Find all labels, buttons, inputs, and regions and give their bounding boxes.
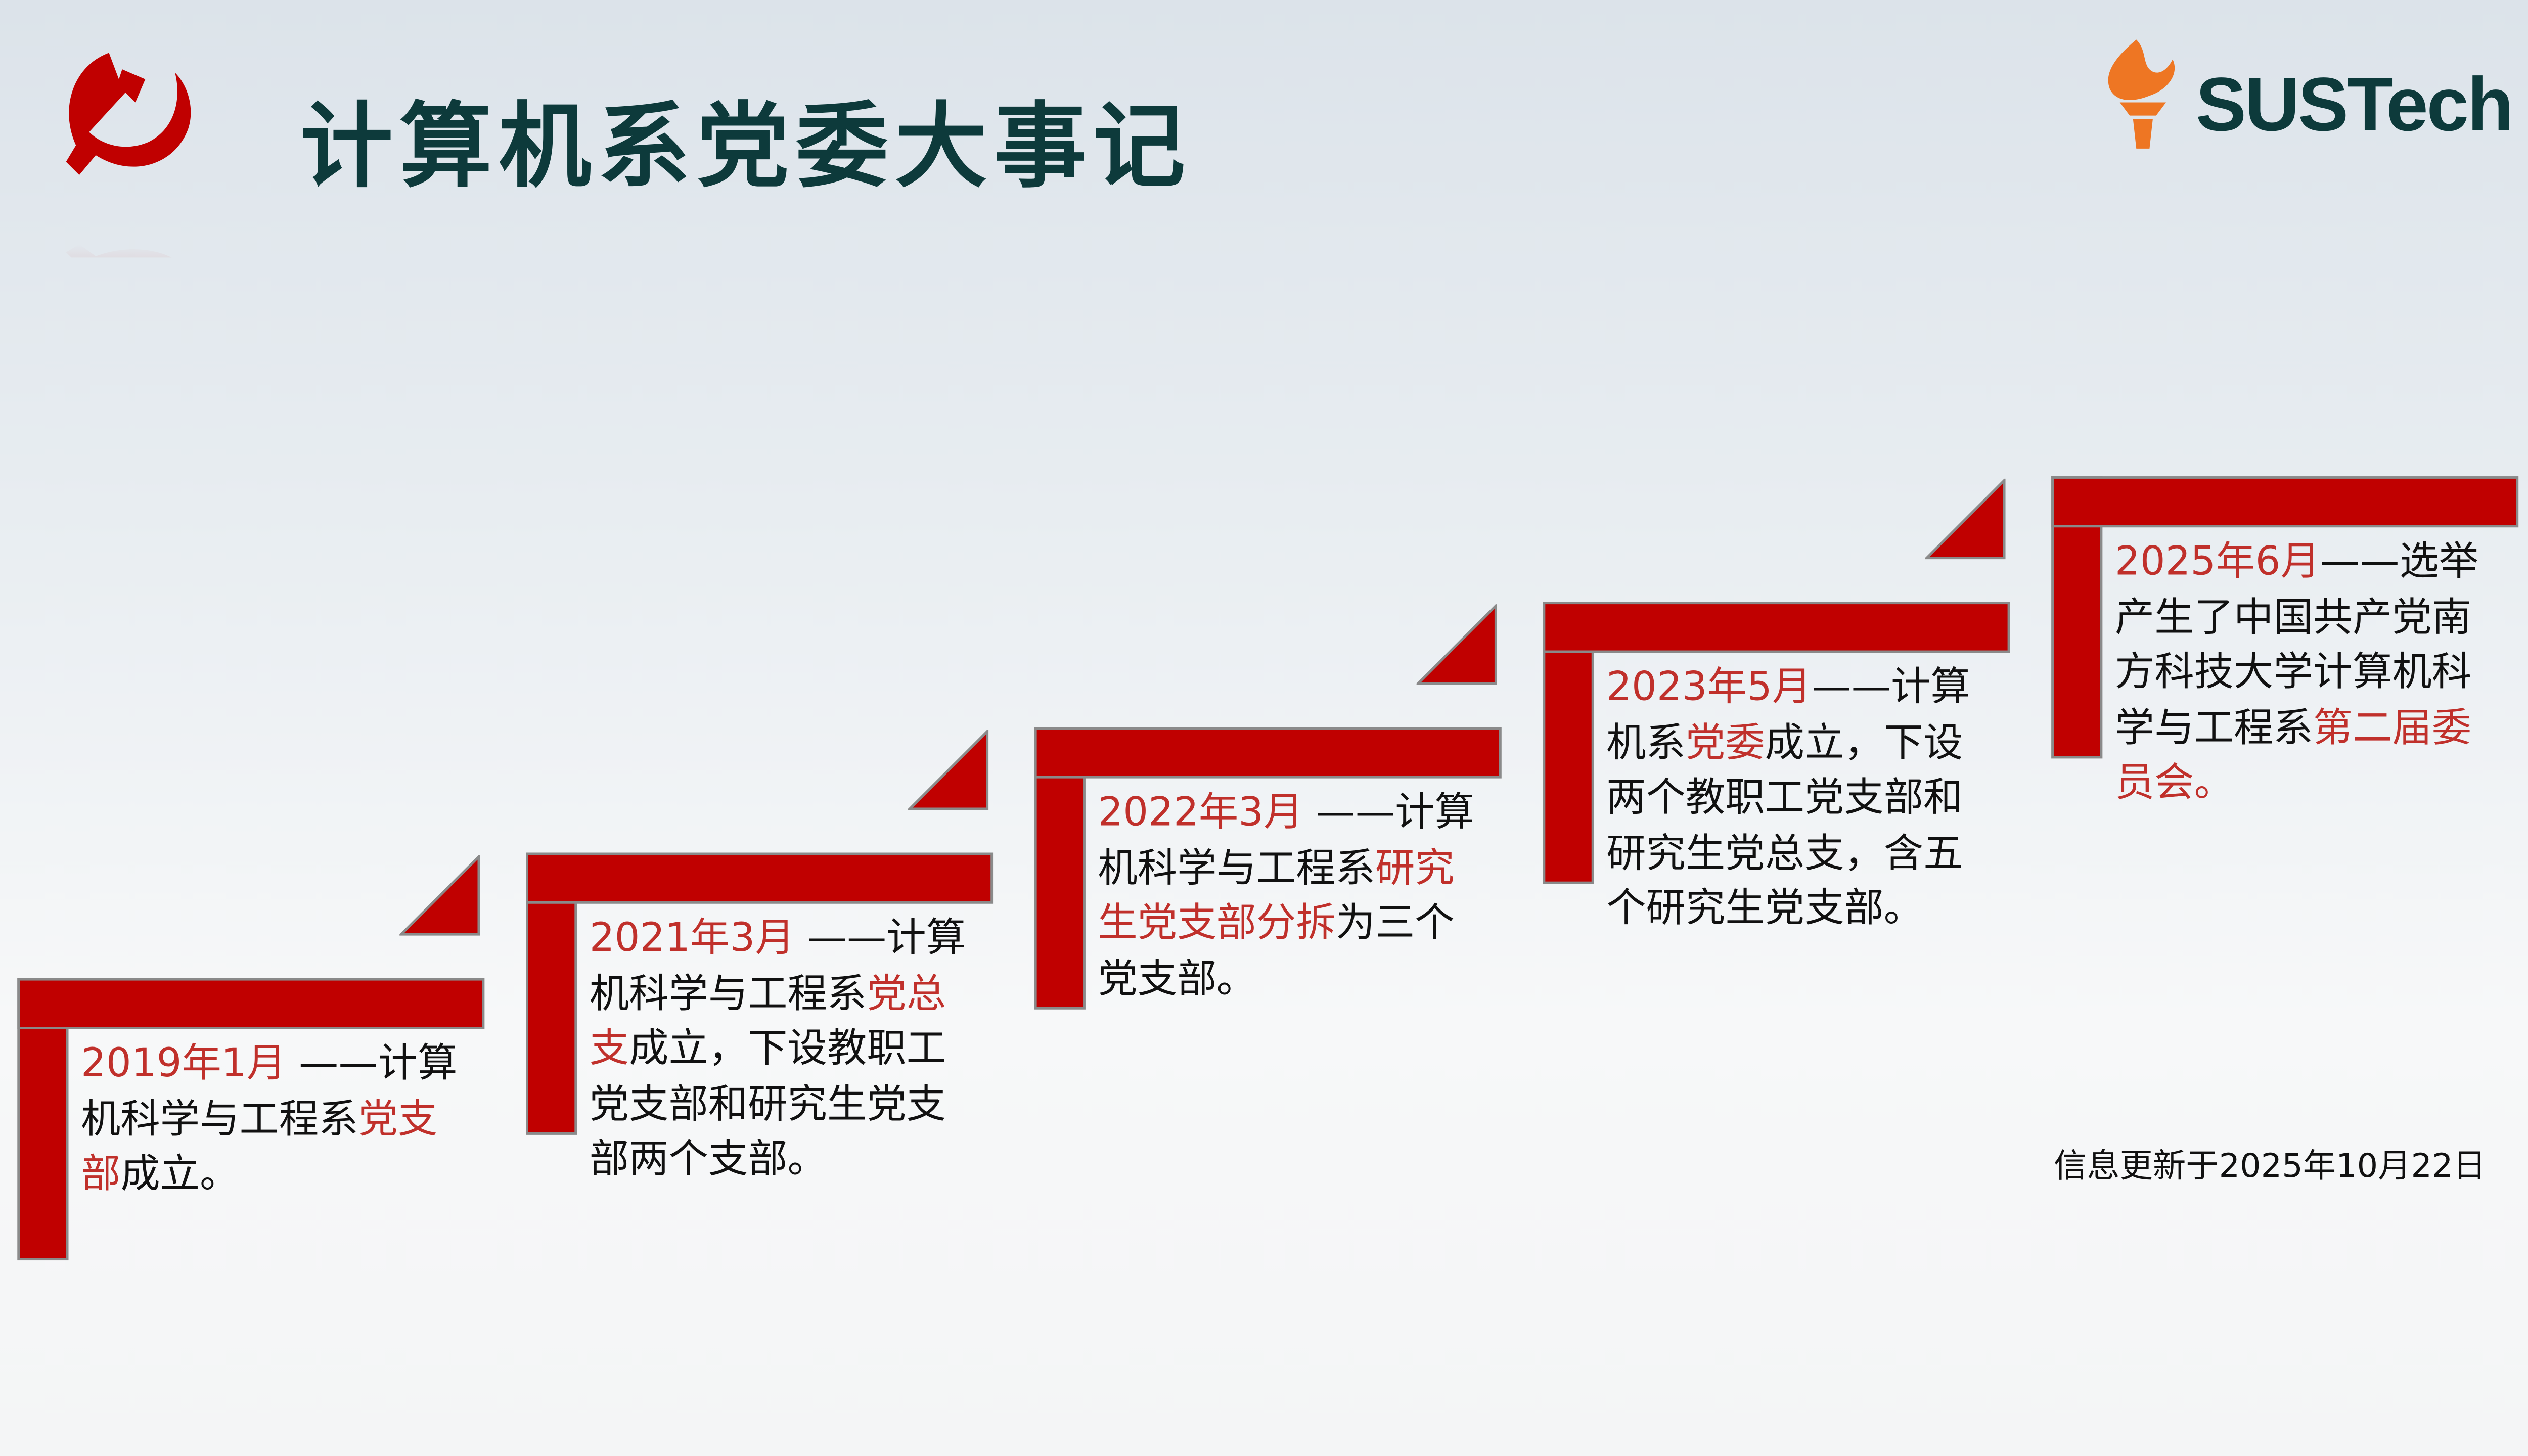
event-description: ——计算机科学与工程系 [589,914,966,1016]
step-bar-horizontal [2054,478,2516,525]
event-description: ——计算机科学与工程系 [1098,789,1474,891]
event-description: 成立，下设两个教职工党支部和研究生党总支，含五个研究生党支部。 [1606,719,1963,931]
event-highlight: 第二届委员会。 [2114,704,2472,806]
step-bar-vertical [20,980,66,1258]
logo-text: SUSTech [2195,61,2514,147]
event-highlight: 党委 [1685,719,1765,765]
step-triangle-icon [1416,604,1497,685]
event-text: 2023年5月——计算机系党委成立，下设两个教职工党支部和研究生党总支，含五个研… [1606,660,1990,937]
step-bar-horizontal [20,980,482,1027]
party-emblem-icon [66,53,191,258]
event-text: 2022年3月 ——计算机科学与工程系研究生党支部分拆为三个党支部。 [1098,786,1481,1007]
event-date: 2025年6月 [2114,538,2320,584]
event-text: 2019年1月 ——计算机科学与工程系党支部成立。 [81,1037,464,1203]
step-bar-vertical [1545,604,1592,882]
event-date: 2021年3月 [589,914,795,961]
event-highlight: 研究生党支部分拆 [1098,844,1455,946]
sustech-logo: SUSTech [2100,36,2528,155]
event-date: 2022年3月 [1098,789,1303,836]
step-bar-horizontal [1545,604,2008,651]
step-triangle-icon [908,730,989,810]
update-date: 信息更新于2025年10月22日 [2054,1146,2486,1186]
event-highlight: 党支部 [80,1095,438,1197]
event-description: 成立。 [120,1150,240,1197]
torch-icon [2108,39,2175,149]
event-description: ——计算机系 [1606,663,1970,765]
event-highlight: 党总支 [589,970,946,1072]
step-triangle-icon [399,855,480,936]
event-description: ——选举产生了中国共产党南方科技大学计算机科学与工程系 [2114,538,2479,751]
event-text: 2021年3月 ——计算机科学与工程系党总支成立，下设教职工党支部和研究生党支部… [590,911,973,1188]
event-description: 成立，下设教职工党支部和研究生党支部两个支部。 [589,1025,946,1182]
event-description: ——计算机科学与工程系 [80,1040,458,1142]
step-bar-horizontal [1036,730,1499,776]
step-bar-vertical [528,855,575,1132]
step-bar-vertical [2054,478,2100,756]
step-bar-horizontal [528,855,991,901]
event-date: 2023年5月 [1606,663,1812,710]
page-title: 计算机系党委大事记 [300,94,1192,202]
step-triangle-icon [1925,478,2006,560]
event-date: 2019年1月 [80,1040,287,1086]
event-text: 2025年6月——选举产生了中国共产党南方科技大学计算机科学与工程系第二届委员会… [2115,535,2498,811]
event-description: 为三个党支部。 [1098,899,1455,1002]
